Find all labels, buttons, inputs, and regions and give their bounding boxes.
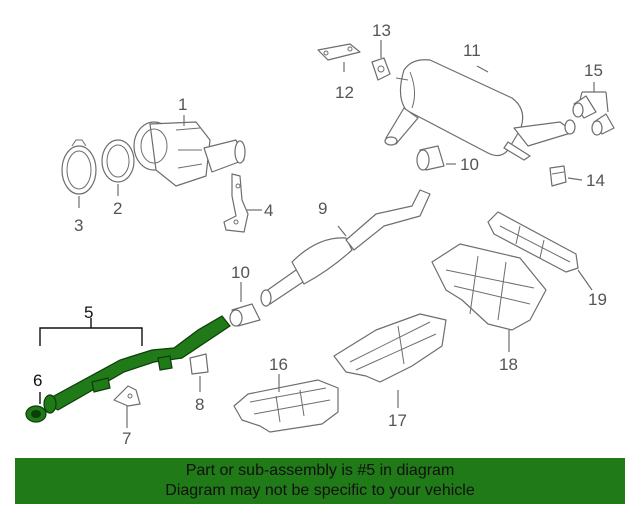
callout-2: 2 (113, 199, 122, 218)
callout-10-upper: 10 (460, 155, 479, 174)
part-14-hanger[interactable] (549, 165, 567, 187)
callout-18: 18 (499, 355, 518, 374)
callout-9: 9 (318, 199, 327, 218)
callout-12: 12 (335, 83, 354, 102)
part-11-rear-muffler[interactable] (384, 59, 576, 161)
callout-17: 17 (388, 411, 407, 430)
part-17-heat-shield[interactable] (333, 313, 447, 383)
callout-16: 16 (269, 355, 288, 374)
callout-13: 13 (372, 21, 391, 40)
part-10-upper-clamp[interactable] (416, 145, 445, 171)
part-8-isolator[interactable] (189, 353, 209, 375)
part-13-rubber-hanger[interactable] (371, 57, 391, 81)
callout-1: 1 (178, 95, 187, 114)
part-16-heat-shield[interactable] (233, 379, 339, 433)
info-banner: Part or sub-assembly is #5 in diagram Di… (15, 458, 625, 504)
callout-15: 15 (584, 61, 603, 80)
part-19-heat-shield[interactable] (487, 211, 579, 273)
part-18-heat-shield[interactable] (431, 243, 547, 331)
callout-14: 14 (586, 171, 605, 190)
part-6-clamp[interactable] (25, 405, 47, 423)
part-9-center-pipe[interactable] (260, 189, 431, 307)
part-3-clamp[interactable] (61, 139, 97, 195)
part-2-gasket[interactable] (101, 139, 135, 183)
callout-19: 19 (588, 290, 607, 309)
callout-5: 5 (84, 303, 93, 322)
callout-8: 8 (195, 395, 204, 414)
banner-line-2: Diagram may not be specific to your vehi… (165, 482, 475, 499)
part-5-front-pipe[interactable] (43, 315, 231, 414)
callout-7: 7 (122, 429, 131, 448)
part-7-bracket[interactable] (113, 385, 141, 407)
callout-10-lower: 10 (231, 263, 250, 282)
part-12-mount-plate[interactable] (317, 43, 361, 61)
exhaust-parts-diagram: 1 2 3 4 5 6 7 8 9 10 10 11 12 13 14 15 1… (25, 21, 615, 448)
part-15-exhaust-tips[interactable] (572, 95, 615, 136)
part-10-lower-clamp[interactable] (229, 303, 261, 327)
banner-line-1: Part or sub-assembly is #5 in diagram (185, 462, 455, 479)
part-1-catalytic-converter[interactable] (133, 121, 246, 187)
part-4-bracket[interactable] (223, 173, 249, 233)
callout-11: 11 (463, 41, 481, 60)
callout-3: 3 (74, 216, 83, 235)
callout-4: 4 (264, 201, 273, 220)
callout-6: 6 (33, 371, 42, 390)
